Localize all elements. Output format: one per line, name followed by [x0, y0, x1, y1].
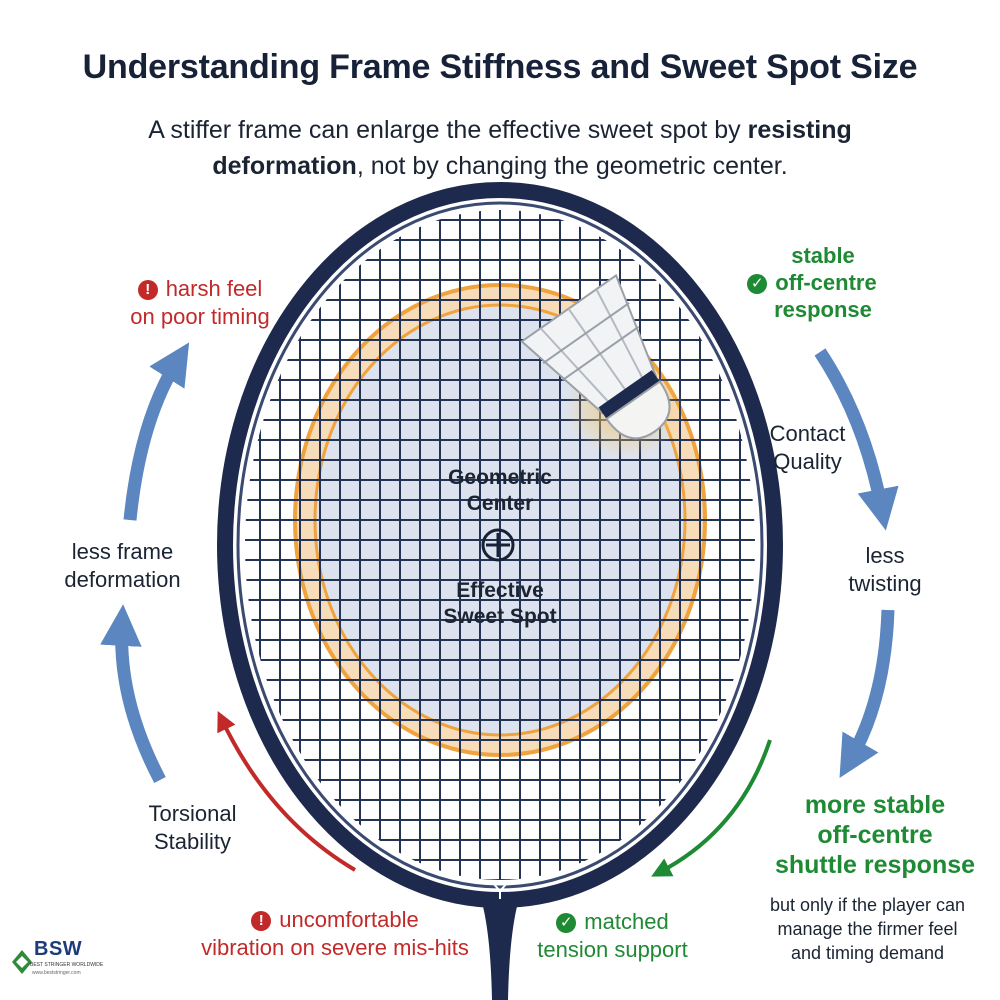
warning-icon: !: [137, 280, 158, 300]
harsh-feel-label: ! harsh feel on poor timing: [100, 275, 300, 331]
torsional-line2: Stability: [153, 829, 232, 854]
torsional-line1: Torsional: [148, 801, 237, 826]
geometric-center-line1: Geometric: [448, 466, 552, 489]
geometric-center-crosshair-icon: [481, 528, 515, 562]
effective-sweet-spot-label: Effective Sweet Spot: [400, 578, 600, 630]
geometric-center-label: Geometric Center: [400, 465, 600, 517]
arrow-less-twisting-to-more-stable: [839, 609, 895, 778]
caveat-line3: and timing demand: [790, 943, 945, 963]
stable-line2: off-centre: [775, 270, 877, 295]
more-stable-line1: more stable: [804, 791, 946, 819]
arrow-stable-to-less-twisting: [814, 348, 899, 531]
uncomfortable-vibration-label: ! uncomfortable vibration on severe mis-h…: [180, 906, 490, 962]
matched-line2: tension support: [537, 937, 688, 962]
geometric-center-line2: Center: [466, 492, 534, 515]
page-subtitle: A stiffer frame can enlarge the effectiv…: [90, 112, 910, 184]
check-icon: ✓: [556, 913, 577, 933]
check-icon: ✓: [747, 274, 768, 294]
less-frame-deformation-label: less frame deformation: [40, 538, 205, 594]
subtitle-text-1: A stiffer frame can enlarge the effectiv…: [148, 116, 748, 144]
caveat-line2: manage the firmer feel: [777, 919, 958, 939]
more-stable-response-label: more stable off-centre shuttle response: [760, 790, 990, 880]
shuttlecock-icon: [520, 273, 685, 458]
contact-quality-label: Contact Quality: [745, 420, 870, 476]
contact-quality-line1: Contact: [769, 421, 846, 446]
uncomfortable-line1: uncomfortable: [279, 907, 419, 932]
less-twisting-line2: twisting: [848, 571, 922, 596]
stable-line3: response: [774, 297, 872, 322]
subtitle-bold-text: resisting deformation: [212, 116, 852, 180]
more-stable-line2: off-centre: [817, 821, 933, 849]
more-stable-line3: shuttle response: [774, 851, 976, 879]
harsh-feel-line2: on poor timing: [130, 304, 270, 329]
contact-quality-line2: Quality: [773, 449, 842, 474]
stable-response-label: stable ✓ off-centre response: [732, 242, 892, 323]
arrow-less-deformation-to-harsh-feel: [123, 342, 190, 521]
caveat-line1: but only if the player can: [769, 895, 966, 915]
less-twisting-line1: less: [865, 543, 905, 568]
less-frame-line2: deformation: [64, 567, 181, 592]
flow-arrows: [100, 342, 899, 784]
throat-logo-icon: [491, 881, 509, 899]
less-twisting-label: less twisting: [820, 542, 950, 598]
effective-sweet-spot-line1: Effective: [456, 579, 544, 602]
matched-line1: matched: [584, 909, 669, 934]
arrow-torsional-to-less-deformation: [100, 604, 166, 784]
stable-line1: stable: [791, 243, 855, 268]
logo-url: www.beststringer.com: [32, 970, 81, 976]
red-vibration-arrow: [217, 710, 357, 872]
matched-tension-label: ✓ matched tension support: [520, 908, 705, 964]
logo-text: BSW: [34, 938, 83, 960]
less-frame-line1: less frame: [71, 539, 174, 564]
effective-sweet-spot-line2: Sweet Spot: [443, 605, 557, 628]
bsw-logo: BSW BEST STRINGER WORLDWIDE www.beststri…: [8, 932, 108, 992]
uncomfortable-line2: vibration on severe mis-hits: [201, 935, 469, 960]
subtitle-text-2: , not by changing the geometric center.: [356, 152, 788, 180]
player-caveat-label: but only if the player can manage the fi…: [735, 893, 1000, 965]
torsional-stability-label: Torsional Stability: [120, 800, 265, 856]
bsw-logo-mark-icon: [12, 950, 32, 974]
logo-tagline: BEST STRINGER WORLDWIDE: [30, 962, 104, 968]
page-title: Understanding Frame Stiffness and Sweet …: [82, 48, 918, 86]
harsh-feel-line1: harsh feel: [165, 276, 263, 301]
green-support-arrow: [651, 739, 772, 877]
warning-icon: !: [251, 911, 272, 931]
